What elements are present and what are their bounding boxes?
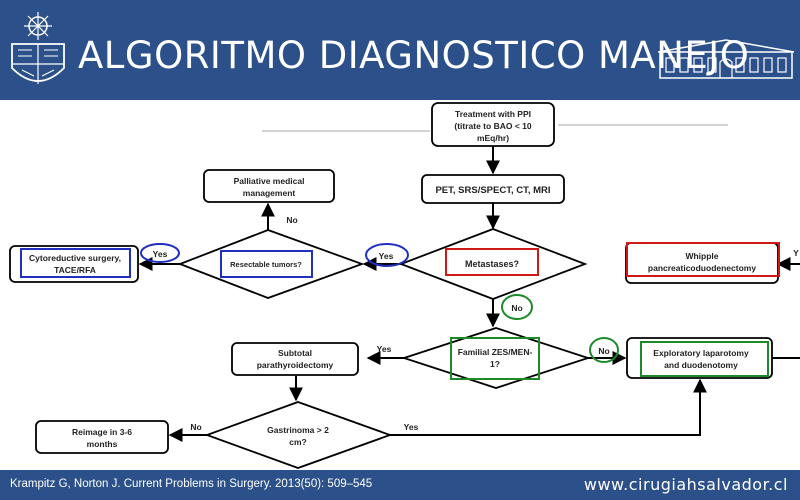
label-metastases: Metastases? <box>465 259 519 269</box>
node-ppi <box>431 102 555 147</box>
yes-circle-cytoreductive <box>140 243 180 263</box>
node-exploratory <box>626 337 773 379</box>
node-palliative <box>203 169 335 203</box>
highlight-exploratory <box>640 341 769 377</box>
flowchart-highlights <box>20 242 780 380</box>
label-gastrinoma-1: Gastrinoma > 2 <box>267 425 329 435</box>
label-ppi-3: mEq/hr) <box>477 133 509 143</box>
flowchart-edge-labels: No Yes Yes No Yes No No Yes Y <box>153 215 799 432</box>
edge-label-gastrinoma-yes: Yes <box>404 422 419 432</box>
label-imaging: PET, SRS/SPECT, CT, MRI <box>435 185 550 196</box>
edge-label-whipple-cut: Y <box>793 248 799 258</box>
no-circle-metastases <box>501 294 533 320</box>
edge-label-resectable-no: No <box>286 215 297 225</box>
node-subtotal <box>231 342 359 376</box>
label-reimage-1: Reimage in 3-6 <box>72 427 132 437</box>
label-whipple-2: pancreaticoduodenectomy <box>648 263 756 273</box>
edge-label-metastases-no: No <box>511 303 522 313</box>
label-exploratory-2: and duodenotomy <box>664 360 738 370</box>
highlight-familial <box>450 337 540 380</box>
label-familial-2: 1? <box>490 359 500 369</box>
hospital-building-icon <box>657 39 795 79</box>
node-metastases <box>398 228 588 300</box>
edge-label-metastases-yes: Yes <box>379 251 394 261</box>
label-whipple-1: Whipple <box>685 251 718 261</box>
node-gastrinoma <box>204 401 393 469</box>
university-crest-icon <box>11 12 65 84</box>
label-cytoreductive-1: Cytoreductive surgery, <box>29 253 121 263</box>
label-exploratory-1: Exploratory laparotomy <box>653 348 749 358</box>
flowchart: Treatment with PPI (titrate to BAO < 10 … <box>9 102 800 469</box>
edge-label-resectable-yes: Yes <box>153 249 168 259</box>
highlight-whipple <box>626 242 780 277</box>
page-title: ALGORITMO DIAGNOSTICO MANEJO <box>78 34 750 77</box>
highlight-cytoreductive <box>20 248 131 278</box>
node-cytoreductive <box>9 245 139 283</box>
label-ppi-2: (titrate to BAO < 10 <box>454 121 531 131</box>
header-bar: ALGORITMO DIAGNOSTICO MANEJO <box>0 0 800 100</box>
edge-label-familial-no: No <box>598 346 609 356</box>
edge-label-familial-yes: Yes <box>377 344 392 354</box>
node-resectable <box>177 229 365 299</box>
edge-label-gastrinoma-no: No <box>190 422 201 432</box>
label-familial-1: Familial ZES/MEN- <box>458 347 533 357</box>
label-resectable: Resectable tumors? <box>230 260 302 269</box>
label-ppi-1: Treatment with PPI <box>455 109 531 119</box>
highlight-resectable <box>220 250 313 278</box>
node-reimage <box>35 420 169 454</box>
label-subtotal-2: parathyroidectomy <box>257 360 334 370</box>
label-gastrinoma-2: cm? <box>289 437 306 447</box>
node-imaging <box>421 174 565 204</box>
label-palliative-2: management <box>243 188 296 198</box>
edge-gastrinoma-yes <box>390 378 707 436</box>
label-reimage-2: months <box>87 439 118 449</box>
highlight-metastases <box>445 248 539 276</box>
footer-bar: Krampitz G, Norton J. Current Problems i… <box>0 470 800 500</box>
website-url: www.cirugiahsalvador.cl <box>583 475 788 494</box>
label-subtotal-1: Subtotal <box>278 348 312 358</box>
label-cytoreductive-2: TACE/RFA <box>54 265 96 275</box>
flowchart-shapes <box>9 102 779 469</box>
yes-circle-resectable <box>365 243 409 267</box>
citation-text: Krampitz G, Norton J. Current Problems i… <box>10 478 373 490</box>
no-circle-familial <box>589 337 619 363</box>
label-palliative-1: Palliative medical <box>234 176 305 186</box>
flowchart-labels: Treatment with PPI (titrate to BAO < 10 … <box>29 109 756 449</box>
